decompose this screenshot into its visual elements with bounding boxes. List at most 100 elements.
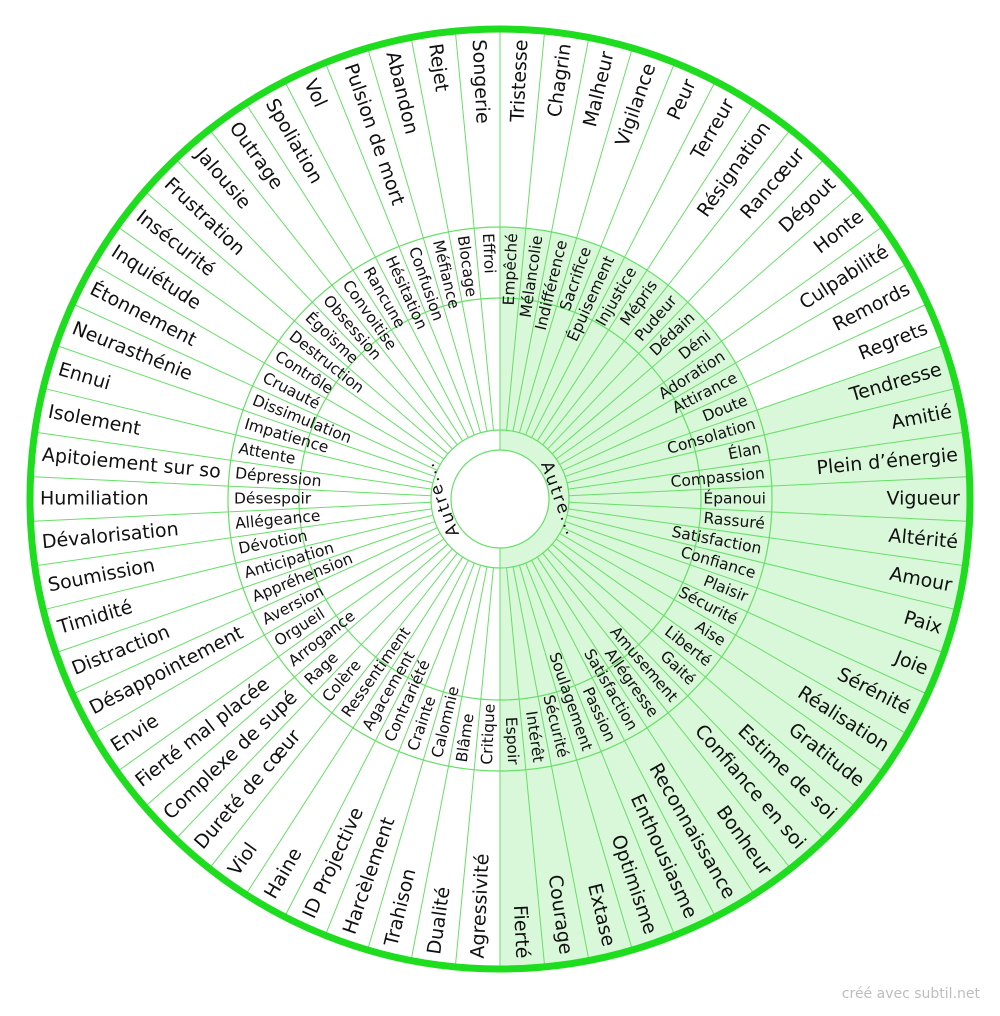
sector-divider xyxy=(506,567,546,967)
outer-label-chagrin: Chagrin xyxy=(544,42,576,119)
highlight-segment xyxy=(769,511,970,566)
sector-divider xyxy=(551,543,856,808)
sector-divider xyxy=(565,344,945,477)
sector-divider xyxy=(536,103,755,442)
highlight-segment xyxy=(771,476,971,522)
sector-divider xyxy=(72,303,438,471)
sector-divider xyxy=(34,508,432,567)
sector-divider xyxy=(518,565,633,951)
sector-divider xyxy=(245,556,464,895)
inner-label-desespoir: Désespoir xyxy=(234,490,312,508)
sector-divider xyxy=(284,560,469,917)
sector-divider xyxy=(144,543,449,808)
sector-divider xyxy=(525,562,676,936)
outer-label-soumission: Soumission xyxy=(46,554,156,596)
highlight-segment xyxy=(647,712,791,895)
sector-divider xyxy=(547,158,825,450)
sector-divider xyxy=(245,103,464,442)
inner-label-blame: Blâme xyxy=(453,712,478,763)
outer-label-envie: Envie xyxy=(107,710,163,757)
sector-divider xyxy=(506,31,546,431)
inner-ring-labels: EmpêchéMélancolieIndifférenceSacrificeÉp… xyxy=(234,233,766,766)
sector-divider xyxy=(92,263,441,465)
sector-divider xyxy=(562,303,928,471)
sector-divider xyxy=(92,533,441,735)
sector-dividers xyxy=(30,29,970,969)
highlight-segment xyxy=(687,677,856,840)
sector-divider xyxy=(43,387,434,484)
sector-divider xyxy=(551,190,856,455)
outer-label-tristesse: Tristesse xyxy=(506,39,532,123)
ring-core xyxy=(430,429,570,569)
sector-divider xyxy=(30,476,432,497)
sector-divider xyxy=(568,431,966,490)
sector-divider xyxy=(531,81,716,438)
highlight-segment xyxy=(601,740,716,936)
sector-divider xyxy=(547,548,825,840)
outer-label-humiliation: Humiliation xyxy=(40,488,149,510)
sector-divider xyxy=(144,190,449,455)
sector-divider xyxy=(518,47,633,433)
sector-divider xyxy=(175,158,453,450)
sector-divider xyxy=(555,538,884,773)
sector-divider xyxy=(565,521,945,654)
sector-divider xyxy=(542,552,791,869)
sector-divider xyxy=(324,562,475,936)
sector-divider xyxy=(542,129,791,446)
sector-divider xyxy=(559,533,908,735)
highlight-segment xyxy=(551,759,633,961)
sector-divider xyxy=(566,514,957,611)
outer-label-vol: Vol xyxy=(299,76,331,111)
outer-label-peur: Peur xyxy=(663,76,701,124)
sector-divider xyxy=(568,508,966,567)
ring-outer xyxy=(26,25,974,973)
center-label-left[interactable]: Autre... xyxy=(418,459,464,539)
sector-divider xyxy=(30,501,432,522)
outer-label-songerie: Songerie xyxy=(468,39,494,124)
outer-label-rejet: Rejet xyxy=(424,42,453,93)
outer-label-honte: Honte xyxy=(810,206,868,259)
sector-divider xyxy=(324,62,475,436)
ring-middle xyxy=(227,226,773,772)
sector-divider xyxy=(367,47,482,433)
sector-divider xyxy=(410,37,488,432)
positive-emotions-highlight xyxy=(500,227,971,969)
sector-divider xyxy=(512,37,590,432)
inner-label-effroi: Effroi xyxy=(479,233,499,274)
sector-divider xyxy=(367,565,482,951)
sector-divider xyxy=(209,552,458,869)
highlight-segment xyxy=(576,751,675,950)
outer-label-isolement: Isolement xyxy=(46,401,142,440)
outer-label-malheur: Malheur xyxy=(579,49,619,129)
sector-divider xyxy=(454,567,494,967)
credit-text: créé avec subtil.net xyxy=(841,986,980,1002)
sector-divider xyxy=(410,566,488,961)
sector-divider xyxy=(512,566,590,961)
sector-divider xyxy=(536,556,755,895)
outer-label-timidite: Timidité xyxy=(54,596,135,639)
highlight-segment xyxy=(747,587,945,695)
highlight-segment xyxy=(764,388,966,461)
highlight-inner-half xyxy=(500,227,772,771)
outer-label-apitoiement-sur-so: Apitoiement sur so xyxy=(41,444,222,483)
sector-divider xyxy=(525,62,676,436)
sector-divider xyxy=(55,344,435,477)
outer-label-viol: Viol xyxy=(224,839,262,880)
sector-divider xyxy=(559,263,908,465)
sector-divider xyxy=(568,501,970,522)
ring-outlines xyxy=(26,25,974,973)
sector-divider xyxy=(562,527,928,695)
highlight-segment xyxy=(764,537,966,610)
outer-label-abandon: Abandon xyxy=(381,49,422,136)
sector-divider xyxy=(116,538,445,773)
highlight-segment xyxy=(500,769,545,969)
highlight-segment xyxy=(757,563,957,653)
sector-divider xyxy=(568,476,970,497)
inner-label-epanoui: Épanoui xyxy=(703,489,766,508)
sector-divider xyxy=(175,548,453,840)
sector-divider xyxy=(454,31,494,431)
sector-divider xyxy=(116,225,445,460)
inner-label-espoir: Espoir xyxy=(502,716,522,765)
outer-label-agressivite: Agressivité xyxy=(467,853,494,959)
